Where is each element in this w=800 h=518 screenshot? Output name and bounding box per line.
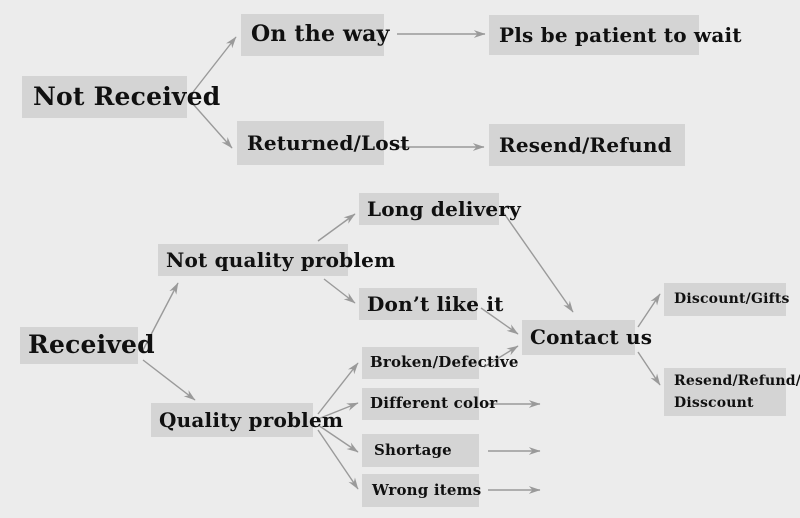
node-not-quality-problem[interactable]: Not quality problem: [158, 244, 395, 276]
node-not-received[interactable]: Not Received: [22, 76, 220, 118]
node-wrong-items-label: Wrong items: [372, 480, 482, 499]
edge-long-delivery-to-contact-us: [502, 211, 574, 313]
node-resend-refund[interactable]: Resend/Refund: [489, 124, 685, 166]
node-received-label: Received: [28, 330, 155, 360]
node-different-color-label: Different color: [370, 394, 498, 413]
node-on-the-way[interactable]: On the way: [241, 14, 389, 56]
node-resend-refund-disscount-line2: Disscount: [674, 395, 754, 411]
node-not-received-label: Not Received: [33, 81, 221, 111]
node-discount-gifts-label: Discount/Gifts: [674, 291, 790, 308]
node-dont-like-it[interactable]: Don’t like it: [359, 288, 503, 320]
node-wrong-items[interactable]: Wrong items: [362, 474, 482, 507]
node-shortage[interactable]: Shortage: [362, 434, 479, 467]
node-broken-defective[interactable]: Broken/Defective: [362, 347, 518, 379]
node-quality-problem-label: Quality problem: [159, 407, 344, 432]
node-not-quality-problem-label: Not quality problem: [166, 247, 396, 272]
node-contact-us-label: Contact us: [530, 325, 653, 349]
node-long-delivery[interactable]: Long delivery: [359, 193, 521, 225]
node-resend-refund-disscount-line1: Resend/Refund/: [674, 372, 800, 389]
node-discount-gifts[interactable]: Discount/Gifts: [664, 283, 789, 316]
node-shortage-label: Shortage: [374, 440, 452, 459]
node-contact-us[interactable]: Contact us: [522, 320, 652, 355]
node-long-delivery-label: Long delivery: [367, 196, 521, 221]
node-returned-lost[interactable]: Returned/Lost: [237, 121, 410, 165]
edge-quality-problem-to-wrong-items: [317, 429, 359, 490]
edge-not-quality-problem-to-dont-like-it: [323, 278, 356, 304]
edge-contact-us-to-resend-refund-discount: [637, 351, 661, 386]
node-returned-lost-label: Returned/Lost: [247, 130, 410, 155]
edge-received-to-quality-problem: [142, 359, 196, 401]
node-pls-be-patient-to-wait[interactable]: Pls be patient to wait: [489, 15, 742, 55]
node-resend-refund-label: Resend/Refund: [499, 132, 672, 157]
node-received[interactable]: Received: [20, 327, 155, 364]
edge-contact-us-to-discount-gifts: [637, 293, 661, 328]
node-quality-problem[interactable]: Quality problem: [151, 403, 343, 437]
node-broken-defective-label: Broken/Defective: [370, 353, 519, 372]
node-dont-like-it-label: Don’t like it: [367, 291, 504, 316]
node-resend-refund-disscount[interactable]: Resend/Refund/ Disscount: [664, 368, 800, 416]
node-on-the-way-label: On the way: [251, 21, 390, 48]
node-different-color[interactable]: Different color: [362, 388, 497, 420]
node-pls-be-patient-to-wait-label: Pls be patient to wait: [499, 22, 742, 47]
edge-not-quality-problem-to-long-delivery: [317, 213, 356, 242]
edge-quality-problem-to-broken-defective: [317, 362, 359, 415]
